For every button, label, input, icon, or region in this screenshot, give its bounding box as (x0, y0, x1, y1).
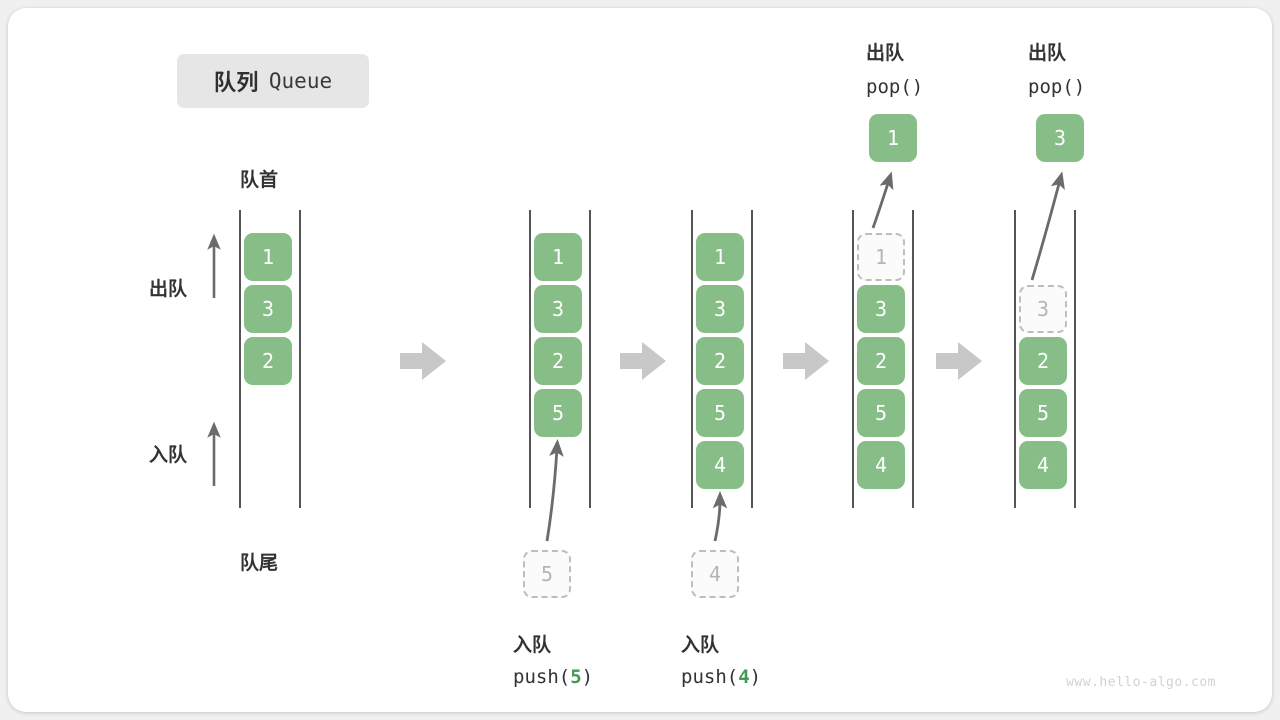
rail-left-col5 (1014, 210, 1016, 508)
diagram-card: 队列 Queue 队首 队尾 出队 入队 出队 pop() 出队 pop() 入… (8, 8, 1272, 712)
queue-cell: 1 (534, 233, 582, 281)
queue-cell: 1 (696, 233, 744, 281)
queue-cell: 5 (696, 389, 744, 437)
diagram-title-badge: 队列 Queue (177, 54, 369, 108)
rail-left-col1 (239, 210, 241, 508)
push-arrow-4 (712, 491, 728, 542)
push-label-cn-1: 入队 (513, 635, 552, 656)
rail-right-col5 (1074, 210, 1076, 508)
queue-cell: 2 (244, 337, 292, 385)
queue-cell: 2 (534, 337, 582, 385)
push-code-prefix-2: push( (681, 666, 739, 688)
step-arrow-1 (400, 342, 446, 380)
push-code-suffix-2: ) (749, 666, 762, 688)
pop-label-cn-2: 出队 (1028, 43, 1067, 64)
rail-left-col4 (852, 210, 854, 508)
rail-right-col4 (912, 210, 914, 508)
title-chinese: 队列 (213, 70, 259, 95)
rail-right-col1 (299, 210, 301, 508)
queue-cell: 5 (534, 389, 582, 437)
queue-cell: 1 (244, 233, 292, 281)
queue-cell: 4 (1019, 441, 1067, 489)
queue-cell: 4 (696, 441, 744, 489)
queue-cell: 3 (534, 285, 582, 333)
push-label-code-2: push(4) (681, 666, 761, 688)
queue-cell: 3 (696, 285, 744, 333)
title-english: Queue (268, 69, 333, 93)
pop-label-code-1: pop() (866, 76, 924, 98)
queue-cell: 5 (1019, 389, 1067, 437)
pop-output-cell: 3 (1036, 114, 1084, 162)
queue-cell: 2 (696, 337, 744, 385)
queue-cell: 4 (857, 441, 905, 489)
push-code-value-1: 5 (570, 666, 582, 688)
queue-cell: 2 (1019, 337, 1067, 385)
queue-cell-ghost: 1 (857, 233, 905, 281)
push-input-cell: 4 (691, 550, 739, 598)
watermark: www.hello-algo.com (1066, 675, 1216, 690)
push-arrow-5 (545, 439, 564, 542)
queue-cell: 3 (857, 285, 905, 333)
queue-head-label: 队首 (240, 170, 279, 191)
queue-cell: 2 (857, 337, 905, 385)
rail-right-col2 (589, 210, 591, 508)
push-code-value-2: 4 (738, 666, 750, 688)
push-label-code-1: push(5) (513, 666, 593, 688)
queue-cell-ghost: 3 (1019, 285, 1067, 333)
step-arrow-2 (620, 342, 666, 380)
dequeue-label: 出队 (149, 279, 188, 300)
push-label-cn-2: 入队 (681, 635, 720, 656)
step-arrow-3 (783, 342, 829, 380)
pop-output-cell: 1 (869, 114, 917, 162)
queue-cell: 3 (244, 285, 292, 333)
pop-arrow-3 (1030, 171, 1065, 281)
rail-right-col3 (751, 210, 753, 508)
rail-left-col2 (529, 210, 531, 508)
queue-cell: 5 (857, 389, 905, 437)
enqueue-label: 入队 (149, 445, 188, 466)
push-code-prefix-1: push( (513, 666, 571, 688)
queue-tail-label: 队尾 (240, 553, 279, 574)
pop-arrow-1 (871, 171, 894, 229)
push-code-suffix-1: ) (581, 666, 594, 688)
pop-label-cn-1: 出队 (866, 43, 905, 64)
arrow-overlay (207, 171, 1065, 542)
pop-label-code-2: pop() (1028, 76, 1086, 98)
push-input-cell: 5 (523, 550, 571, 598)
rail-left-col3 (691, 210, 693, 508)
step-arrow-4 (936, 342, 982, 380)
